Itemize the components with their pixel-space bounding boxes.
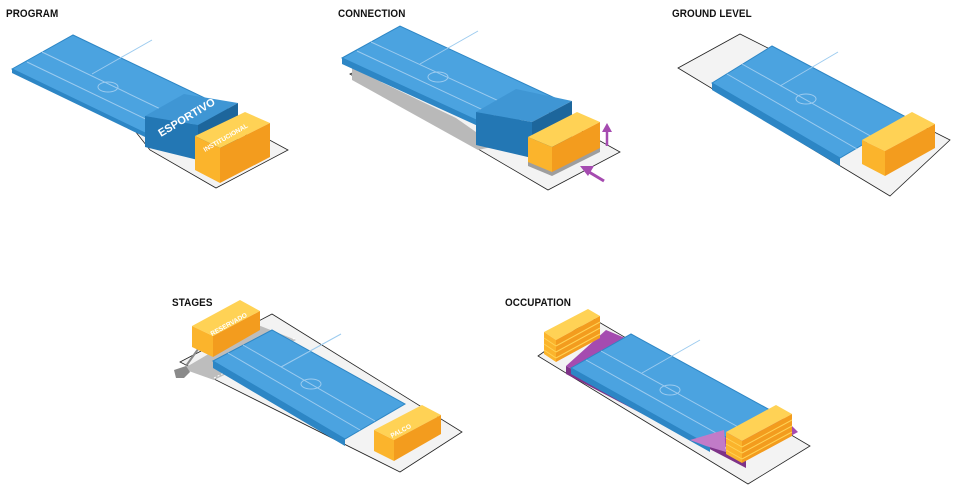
reserved-block-side bbox=[213, 311, 260, 357]
institucional-block-side bbox=[220, 123, 270, 183]
institutional-block-front bbox=[862, 140, 885, 176]
sports-block-top bbox=[476, 89, 572, 122]
institutional-block-top bbox=[862, 112, 935, 151]
court-edge bbox=[571, 368, 710, 452]
program-diagram: ESPORTIVO INSTITUCIONAL bbox=[10, 34, 289, 189]
institucional-block-top bbox=[195, 112, 270, 148]
palco-block-top bbox=[374, 405, 441, 440]
purple-plaza bbox=[690, 430, 726, 452]
court-edge bbox=[12, 69, 170, 149]
ground-level-diagram bbox=[677, 33, 951, 197]
gray-walkway bbox=[352, 68, 496, 150]
reserved-block-front bbox=[192, 326, 213, 357]
institutional-block-front bbox=[528, 137, 552, 172]
panel-title-stages: STAGES bbox=[172, 297, 213, 309]
panel-title-connection: CONNECTION bbox=[338, 8, 406, 20]
esportivo-block-top bbox=[145, 94, 238, 125]
stages-diagram: RESERVADO PALCO bbox=[174, 300, 463, 473]
panel-title-occupation: OCCUPATION bbox=[505, 297, 571, 309]
institutional-block-side bbox=[552, 122, 600, 172]
reserved-block-top bbox=[192, 300, 260, 336]
institutional-block-top bbox=[528, 112, 600, 147]
left-stands bbox=[543, 309, 601, 362]
panel-title-program: PROGRAM bbox=[6, 8, 59, 20]
arrow-diagonal-icon bbox=[580, 166, 605, 183]
institucional-block-front bbox=[195, 136, 220, 183]
connection-diagram bbox=[340, 25, 621, 191]
palco-block-front bbox=[374, 430, 394, 461]
court-edge bbox=[213, 361, 345, 446]
institutional-block-side bbox=[885, 124, 935, 176]
sports-block-front bbox=[476, 112, 532, 158]
panel-title-ground-level: GROUND LEVEL bbox=[672, 8, 752, 20]
court-edge bbox=[342, 58, 500, 136]
arrow-up-icon bbox=[602, 123, 612, 146]
palco-block-side bbox=[394, 415, 441, 461]
right-stands bbox=[725, 405, 793, 463]
occupation-diagram bbox=[537, 309, 811, 485]
court-edge bbox=[712, 83, 840, 166]
esportivo-block-front bbox=[145, 116, 198, 160]
